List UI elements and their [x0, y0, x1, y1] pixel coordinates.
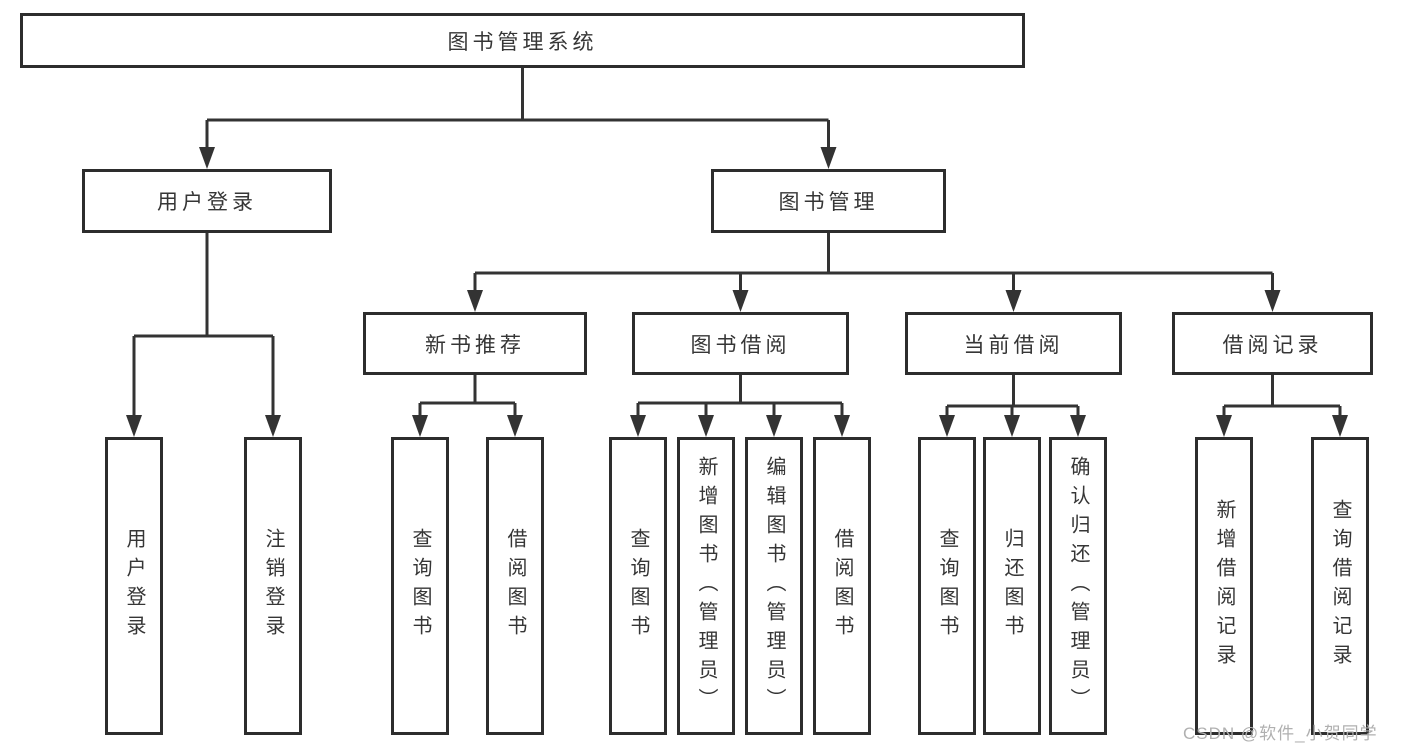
node-borrowing-records-label: 借阅记录: [1222, 333, 1323, 357]
leaf-return-books: 归还图书: [983, 437, 1041, 735]
leaf-query-books-recommend-label: 查询图书: [409, 528, 431, 644]
leaf-add-borrow-record: 新增借阅记录: [1195, 437, 1253, 735]
leaf-confirm-return-admin-label: 确认归还（管理员）: [1067, 455, 1089, 717]
node-library-system: 图书管理系统: [20, 13, 1025, 68]
leaf-add-books-admin: 新增图书（管理员）: [677, 437, 735, 735]
leaf-edit-books-admin: 编辑图书（管理员）: [745, 437, 803, 735]
leaf-query-borrow-record: 查询借阅记录: [1311, 437, 1369, 735]
csdn-watermark: CSDN @软件_小贺同学: [1183, 724, 1378, 743]
node-book-borrowing-label: 图书借阅: [690, 333, 791, 357]
leaf-query-borrow-record-label: 查询借阅记录: [1329, 499, 1351, 673]
leaf-query-books-borrowing: 查询图书: [609, 437, 667, 735]
leaf-add-borrow-record-label: 新增借阅记录: [1213, 499, 1235, 673]
leaf-query-books-borrowing-label: 查询图书: [627, 528, 649, 644]
node-book-borrowing: 图书借阅: [632, 312, 849, 375]
leaf-borrow-books-recommend: 借阅图书: [486, 437, 544, 735]
leaf-query-books-current: 查询图书: [918, 437, 976, 735]
node-book-management-label: 图书管理: [778, 191, 879, 214]
node-borrowing-records: 借阅记录: [1172, 312, 1373, 375]
leaf-logout: 注销登录: [244, 437, 302, 735]
node-user-login-label: 用户登录: [157, 191, 257, 214]
node-new-book-recommendation-label: 新书推荐: [425, 333, 525, 357]
node-library-system-label: 图书管理系统: [447, 30, 598, 54]
leaf-user-login: 用户登录: [105, 437, 163, 735]
leaf-add-books-admin-label: 新增图书（管理员）: [695, 455, 717, 717]
node-new-book-recommendation: 新书推荐: [363, 312, 587, 375]
leaf-query-books-current-label: 查询图书: [936, 528, 958, 644]
leaf-borrow-books-borrowing-label: 借阅图书: [831, 528, 853, 644]
leaf-user-login-label: 用户登录: [123, 528, 145, 644]
leaf-borrow-books-borrowing: 借阅图书: [813, 437, 871, 735]
node-current-borrowing: 当前借阅: [905, 312, 1122, 375]
leaf-confirm-return-admin: 确认归还（管理员）: [1049, 437, 1107, 735]
leaf-query-books-recommend: 查询图书: [391, 437, 449, 735]
node-book-management: 图书管理: [711, 169, 946, 233]
leaf-return-books-label: 归还图书: [1001, 528, 1023, 644]
leaf-borrow-books-recommend-label: 借阅图书: [504, 528, 526, 644]
leaf-edit-books-admin-label: 编辑图书（管理员）: [763, 455, 785, 717]
node-user-login: 用户登录: [82, 169, 332, 233]
node-current-borrowing-label: 当前借阅: [963, 333, 1064, 357]
leaf-logout-label: 注销登录: [262, 528, 284, 644]
